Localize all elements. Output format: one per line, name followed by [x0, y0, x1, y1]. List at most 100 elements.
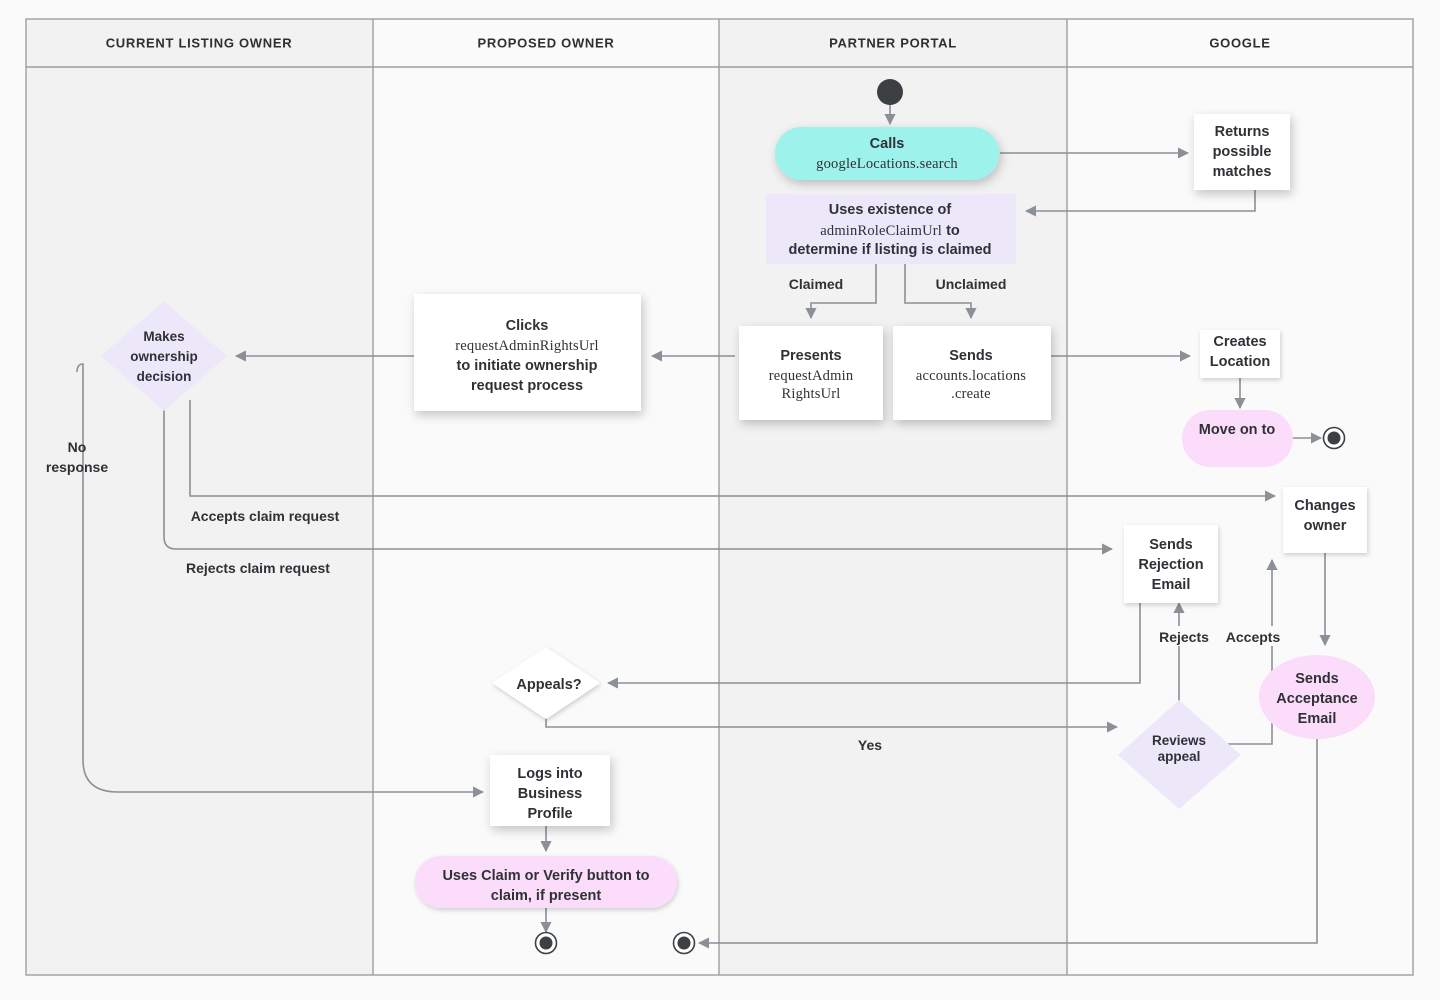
edge-labels: Claimed Unclaimed No response Accepts cl… — [46, 273, 1289, 754]
node-makes-decision-shape[interactable] — [101, 301, 227, 411]
node-uses-claim-or-verify-button[interactable]: Uses Claim or Verify button to claim, if… — [415, 856, 677, 908]
edge-label-accepts: Accepts — [1226, 629, 1281, 645]
node-rejection-email-line2: Rejection — [1138, 557, 1203, 573]
node-creates-location-shape[interactable] — [1200, 330, 1280, 378]
node-move-on-line1: Move on to — [1199, 422, 1276, 438]
node-logs-in-line2: Business — [518, 786, 582, 802]
node-returns-shape[interactable] — [1194, 114, 1290, 190]
node-creates-location[interactable]: Creates Location — [1200, 330, 1280, 378]
node-reviews-appeal[interactable]: Reviews appeal — [1118, 700, 1241, 809]
end-terminator-transfer-icon — [677, 936, 691, 950]
edge-uses-to-presents — [805, 264, 877, 320]
node-presents-shape[interactable] — [739, 326, 883, 420]
node-claim-verify-shape[interactable] — [415, 856, 677, 908]
node-calls-google-locations-search[interactable]: Calls googleLocations.search — [775, 127, 999, 180]
node-uses-line2-mono: adminRoleClaimUrl — [820, 223, 942, 239]
node-logs-into-business-profile[interactable]: Logs into Business Profile — [490, 755, 610, 826]
edge-appeals-yes-to-reviews-appeal — [545, 718, 1119, 733]
edge-label-accepts-claim-request: Accepts claim request — [191, 508, 340, 524]
node-sends-create-line2: accounts.locations — [916, 368, 1026, 384]
node-creates-location-line1: Creates — [1213, 334, 1266, 350]
node-uses-existence-admin-role-claim-url[interactable]: Uses existence of adminRoleClaimUrl to d… — [766, 194, 1016, 264]
node-sends-create-shape[interactable] — [893, 326, 1051, 420]
edge-label-no-response-line1: No — [68, 439, 87, 455]
node-reviews-appeal-shape[interactable] — [1118, 700, 1241, 809]
node-logs-in-shape[interactable] — [490, 755, 610, 826]
node-claim-verify-line2: claim, if present — [491, 888, 602, 904]
node-makes-decision-line2: ownership — [130, 349, 198, 364]
node-acceptance-email-line1: Sends — [1295, 671, 1339, 687]
node-uses-line1: Uses existence of — [829, 202, 952, 218]
node-presents-line1: Presents — [780, 348, 841, 364]
node-clicks-request-admin-rights-url[interactable]: Clicks requestAdminRightsUrl to initiate… — [414, 294, 641, 411]
node-reviews-appeal-line1: Reviews — [1152, 733, 1206, 748]
lane-current-listing-owner — [26, 19, 373, 975]
node-rejection-email-line1: Sends — [1149, 537, 1193, 553]
node-appeals[interactable]: Appeals? — [492, 647, 600, 719]
edge-label-unclaimed-bg — [926, 273, 1016, 293]
end-terminator-google-node — [1322, 426, 1346, 450]
node-uses-line3: determine if listing is claimed — [788, 242, 991, 258]
node-returns-line3: matches — [1213, 164, 1272, 180]
node-calls-line2: googleLocations.search — [816, 156, 958, 172]
node-calls-shape[interactable] — [775, 127, 999, 180]
node-changes-owner[interactable]: Changes owner — [1283, 487, 1367, 553]
node-sends-accounts-locations-create[interactable]: Sends accounts.locations .create — [893, 326, 1051, 420]
node-clicks-shape[interactable] — [414, 294, 641, 411]
node-presents-request-admin-rights-url[interactable]: Presents requestAdmin RightsUrl — [739, 326, 883, 420]
node-uses-shape[interactable] — [766, 194, 1016, 264]
end-terminator-google-icon — [1327, 431, 1341, 445]
edge-label-claimed: Claimed — [789, 276, 843, 292]
edge-no-response-to-logs-in — [76, 363, 485, 798]
node-logs-in-line3: Profile — [527, 806, 572, 822]
edge-acceptance-email-to-end — [697, 736, 1318, 949]
node-uses-line2-tail: to — [942, 223, 960, 239]
node-reviews-appeal-line2: appeal — [1158, 749, 1201, 764]
node-calls-line1: Calls — [870, 136, 905, 152]
node-clicks-line2: requestAdminRightsUrl — [455, 338, 599, 354]
node-changes-owner-line1: Changes — [1294, 498, 1355, 514]
node-acceptance-email-line2: Acceptance — [1276, 691, 1357, 707]
edge-label-rejects-claim-request: Rejects claim request — [186, 560, 330, 576]
node-creates-location-line2: Location — [1210, 354, 1270, 370]
lane-outer-border — [25, 18, 1414, 976]
node-changes-owner-line2: owner — [1304, 518, 1347, 534]
node-returns-line2: possible — [1213, 144, 1272, 160]
lane-header-partner-portal: PARTNER PORTAL — [829, 35, 957, 50]
node-acceptance-email-shape[interactable] — [1259, 655, 1375, 739]
end-terminator-transfer-node — [672, 931, 696, 955]
edge-label-accepts-bg2 — [1219, 626, 1289, 646]
edge-returns-to-uses — [1024, 190, 1256, 217]
node-sends-rejection-email[interactable]: Sends Rejection Email — [1124, 525, 1218, 603]
lane-header-google: GOOGLE — [1209, 35, 1270, 50]
node-returns-possible-matches[interactable]: Returns possible matches — [1194, 114, 1290, 190]
start-terminator-icon — [877, 79, 903, 105]
node-rejection-email-shape[interactable] — [1124, 525, 1218, 603]
node-returns-line1: Returns — [1215, 124, 1270, 140]
lane-header-band-2 — [373, 19, 719, 67]
edge-label-claimed-bg — [778, 273, 855, 293]
node-makes-ownership-decision[interactable]: Makes ownership decision — [101, 301, 227, 411]
end-terminator-claim-icon — [539, 936, 553, 950]
node-sends-create-line3: .create — [951, 386, 991, 402]
node-move-on-shape[interactable] — [1182, 410, 1293, 467]
edge-label-yes-bg — [852, 734, 888, 754]
node-logs-in-line1: Logs into — [517, 766, 582, 782]
node-clicks-line4: request process — [471, 378, 583, 394]
node-sends-create-line1: Sends — [949, 348, 993, 364]
edge-accepts-claim-request — [189, 400, 1277, 502]
node-sends-acceptance-email[interactable]: Sends Acceptance Email — [1259, 655, 1375, 739]
edge-label-accepts-bg — [176, 504, 356, 524]
edge-label-rejects-bg — [170, 556, 348, 576]
edge-label-rejects: Rejects — [1159, 629, 1209, 645]
edge-label-yes: Yes — [858, 737, 882, 753]
node-appeals-shape[interactable] — [492, 647, 600, 719]
end-terminator-claim-node — [534, 931, 558, 955]
node-appeals-line1: Appeals? — [516, 677, 581, 693]
lane-header-current-listing-owner: CURRENT LISTING OWNER — [106, 35, 293, 50]
start-terminator-node — [877, 79, 903, 105]
node-changes-owner-shape[interactable] — [1283, 487, 1367, 553]
node-move-on-to[interactable]: Move on to — [1182, 410, 1293, 467]
